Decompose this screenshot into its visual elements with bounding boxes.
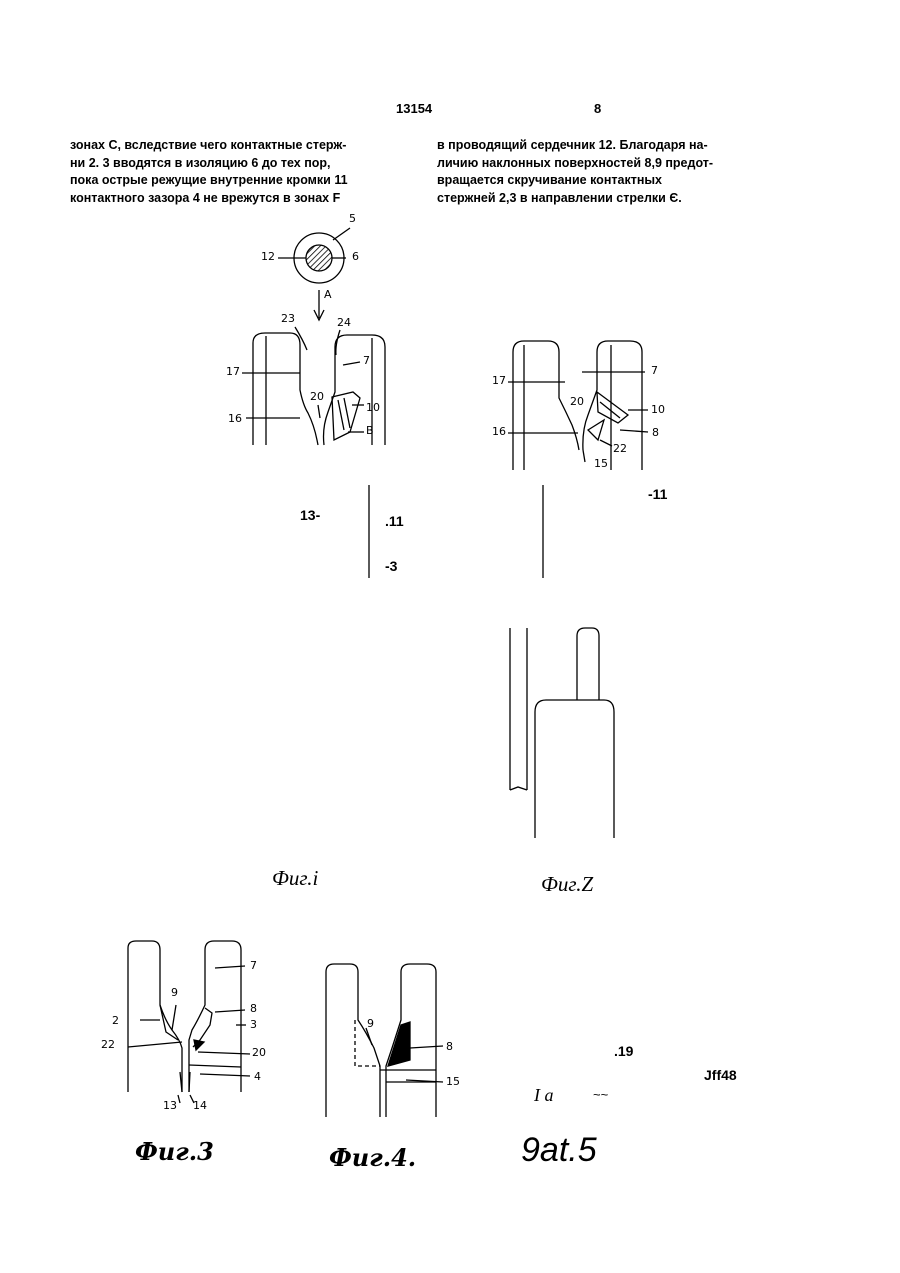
fig5-text-ia: I a bbox=[534, 1085, 554, 1106]
fig4-right-rod bbox=[386, 964, 436, 1117]
fig4-label-15: 15 bbox=[446, 1075, 460, 1088]
fig4-caption: Фиг.4. bbox=[329, 1143, 416, 1172]
fig4-left-rod bbox=[326, 964, 380, 1117]
fig5-text-19: .19 bbox=[614, 1043, 633, 1059]
fig5-text-tilde: ~~ bbox=[593, 1087, 608, 1102]
fig5-caption: 9at.5 bbox=[521, 1131, 597, 1170]
fig5-text-jff48: Jff48 bbox=[704, 1067, 737, 1083]
fig4-label-8: 8 bbox=[446, 1040, 453, 1053]
fig4-label-9: 9 bbox=[367, 1017, 374, 1030]
